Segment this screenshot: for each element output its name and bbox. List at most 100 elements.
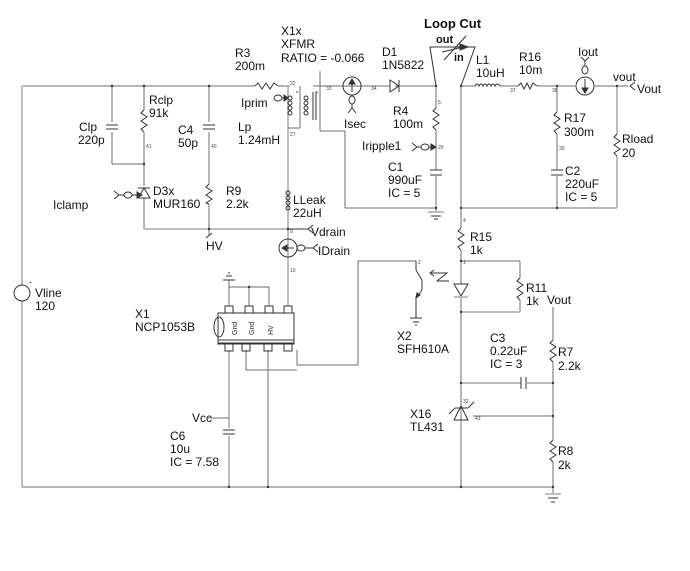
resistor-r3-symbol[interactable]	[254, 82, 279, 90]
c6-ic: IC = 7.58	[170, 455, 219, 469]
c2-ic: IC = 5	[565, 190, 598, 204]
resistor-r8-symbol[interactable]	[549, 439, 557, 463]
isec-current-meter-icon[interactable]	[342, 76, 362, 114]
resistor-r4-symbol[interactable]	[432, 107, 440, 131]
hv-probe-icon[interactable]	[205, 232, 213, 239]
clp-ref: Clp	[79, 120, 97, 134]
resistor-rload-symbol[interactable]	[613, 133, 621, 157]
svg-text:32: 32	[463, 399, 469, 405]
inductor-lleak-symbol[interactable]	[285, 190, 291, 211]
svg-text:Gnd: Gnd	[249, 322, 256, 335]
c1-ref: C1	[388, 160, 404, 174]
iripple-probe-icon[interactable]	[411, 142, 437, 152]
resistor-r9-symbol[interactable]	[204, 183, 213, 205]
svg-text:5: 5	[438, 100, 441, 106]
diode-d1-symbol[interactable]	[375, 79, 436, 93]
capacitor-clp-symbol[interactable]	[106, 124, 118, 130]
node-labels: 22 33 34 27 41 40 5 29 37 38 39 4 8 10 1…	[146, 81, 565, 422]
svg-text:39: 39	[559, 146, 565, 152]
iclamp-probe-icon[interactable]	[113, 190, 143, 200]
shunt-regulator-x16-symbol[interactable]	[448, 401, 475, 421]
r17-ref: R17	[564, 111, 586, 125]
resistor-rclp-symbol[interactable]	[140, 109, 148, 133]
svg-text:1: 1	[463, 260, 466, 266]
svg-text:29: 29	[438, 145, 444, 151]
r8-value: 2k	[558, 458, 572, 472]
r7-ref: R7	[558, 345, 574, 359]
r16-value: 10m	[519, 63, 542, 77]
rclp-value: 91k	[149, 106, 169, 120]
vline-ref: Vline	[35, 286, 62, 300]
r17-value: 300m	[564, 125, 594, 139]
x1-value: NCP1053B	[135, 320, 195, 334]
lp-ref: Lp	[238, 120, 252, 134]
capacitor-c3-symbol[interactable]	[520, 377, 527, 389]
resistor-r15-symbol[interactable]	[457, 227, 465, 251]
resistor-r17-symbol[interactable]	[553, 111, 561, 135]
r4-ref: R4	[393, 104, 409, 118]
iout-current-meter-icon[interactable]	[575, 56, 595, 96]
c1-value: 990uF	[388, 173, 422, 187]
idrain-label: IDrain	[318, 244, 350, 258]
lleak-value: 22uH	[293, 206, 322, 220]
vdrain-probe-icon[interactable]	[288, 224, 314, 234]
iclamp-label: Iclamp	[53, 198, 89, 212]
r16-ref: R16	[519, 50, 541, 64]
vdrain-label: Vdrain	[311, 225, 346, 239]
d3x-value: MUR160	[153, 197, 201, 211]
svg-text:2: 2	[418, 260, 421, 266]
c2-value: 220uF	[565, 177, 599, 191]
c3-ic: IC = 3	[490, 357, 523, 371]
inductor-l1-symbol[interactable]	[474, 83, 501, 88]
r3-value: 200m	[235, 59, 265, 73]
vout-probe-label: Vout	[637, 82, 662, 96]
resistor-r7-symbol[interactable]	[549, 339, 557, 363]
x1x-type: XFMR	[281, 37, 315, 51]
r8-ref: R8	[558, 444, 574, 458]
c4-ref: C4	[178, 123, 194, 137]
r9-ref: R9	[226, 184, 242, 198]
isec-label: Isec	[344, 117, 366, 131]
d1-value: 1N5822	[382, 58, 424, 72]
idrain-current-meter-icon[interactable]	[278, 238, 319, 258]
capacitor-c6-symbol[interactable]	[223, 429, 235, 435]
clp-value: 220p	[78, 133, 105, 147]
resistor-r16-symbol[interactable]	[517, 81, 538, 91]
optocoupler-transistor-symbol[interactable]	[410, 261, 423, 326]
x16-value: TL431	[410, 420, 444, 434]
svg-text:8: 8	[290, 229, 293, 235]
iprim-probe-icon[interactable]	[273, 94, 289, 102]
loop-cut-in-label: in	[454, 52, 464, 64]
svg-text:4: 4	[463, 218, 466, 224]
diode-d3x-symbol[interactable]	[137, 187, 151, 199]
capacitor-c1-symbol[interactable]	[430, 169, 442, 176]
svg-text:HV: HV	[268, 325, 275, 335]
svg-text:+: +	[29, 280, 32, 286]
svg-text:10: 10	[290, 268, 296, 274]
loop-cut-symbol[interactable]	[429, 35, 476, 87]
vline-voltage-source-icon[interactable]: +	[13, 280, 32, 302]
iripple-label: Iripple1	[362, 139, 402, 153]
d3x-ref: D3x	[153, 184, 174, 198]
svg-text:43: 43	[475, 416, 481, 422]
vout-probe-icon[interactable]	[629, 81, 636, 91]
svg-text:22: 22	[290, 81, 296, 87]
capacitor-c4-symbol[interactable]	[203, 124, 215, 130]
lp-value: 1.24mH	[238, 133, 280, 147]
vout-fb-label: Vout	[547, 293, 572, 307]
component-labels: Loop Cut out in R3 200m X1x XFMR RATIO =…	[35, 16, 662, 472]
optocoupler-led-symbol[interactable]	[429, 269, 469, 298]
transformer-x1x-symbol[interactable]	[296, 91, 318, 120]
c3-value: 0.22uF	[490, 344, 527, 358]
vcc-label: Vcc	[192, 411, 212, 425]
x1x-ref: X1x	[281, 24, 302, 38]
l1-ref: L1	[476, 53, 490, 67]
svg-text:34: 34	[371, 86, 377, 92]
ic-ncp1053b-symbol[interactable]: Gnd Gnd HV	[213, 305, 295, 352]
svg-text:40: 40	[211, 144, 217, 150]
iprim-label: Iprim	[241, 96, 268, 110]
r15-value: 1k	[470, 243, 484, 257]
ground-c1-icon	[428, 211, 444, 220]
capacitor-c2-symbol[interactable]	[551, 169, 563, 176]
resistor-r11-symbol[interactable]	[516, 277, 524, 301]
